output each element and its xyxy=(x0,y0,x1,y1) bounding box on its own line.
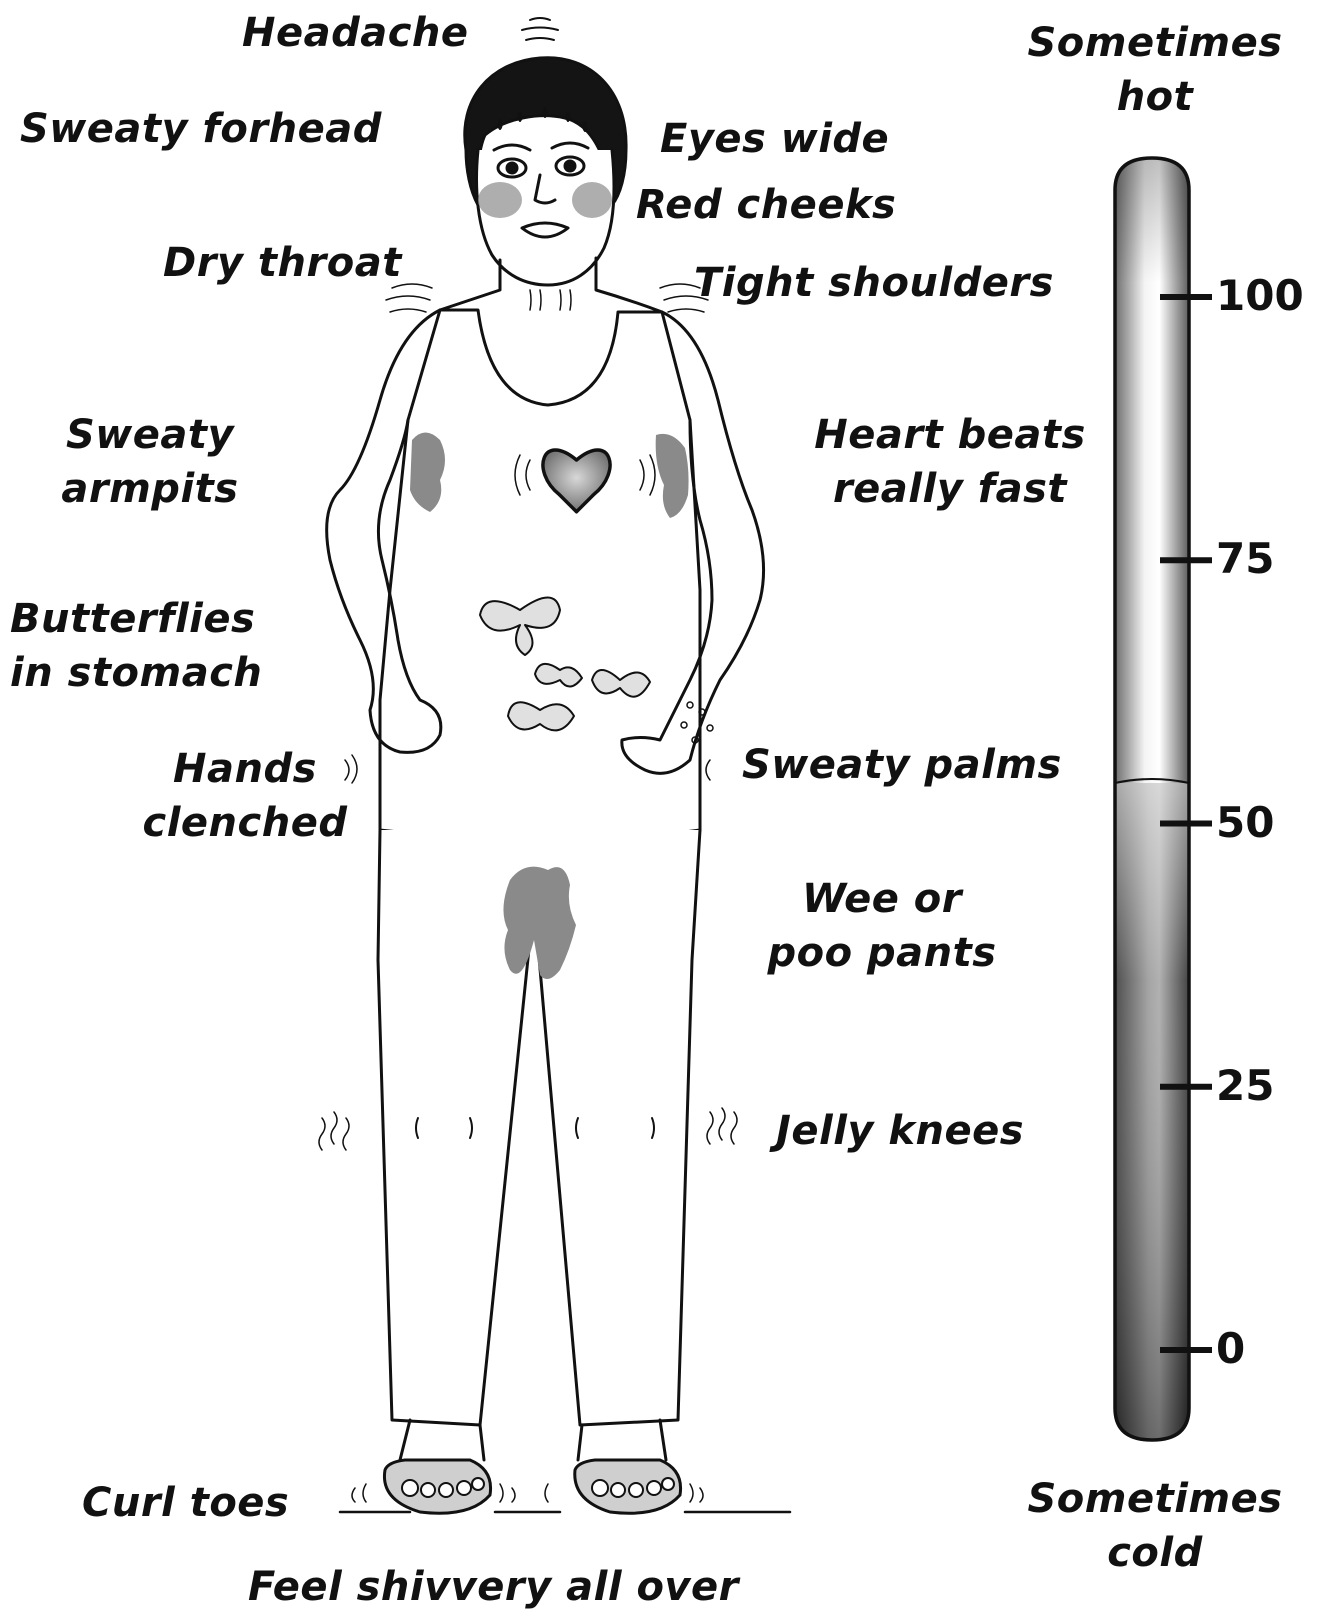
thermometer-tick-label-0: 0 xyxy=(1216,1326,1245,1372)
label-headache: Headache xyxy=(242,6,469,60)
label-hands-clenched-line1: Hands xyxy=(130,742,360,796)
thermometer-bottom-line2: cold xyxy=(1010,1526,1300,1580)
label-heart-beats-line2: really fast xyxy=(790,462,1110,516)
label-jelly-knees: Jelly knees xyxy=(776,1104,1024,1158)
label-sweaty-armpits-line2: armpits xyxy=(40,462,260,516)
thermometer-tick-label-25: 25 xyxy=(1216,1063,1274,1109)
thermometer-tick-label-100: 100 xyxy=(1216,273,1304,319)
label-wee-or-poo-line1: Wee or xyxy=(752,872,1012,926)
tank-top xyxy=(380,310,700,840)
red-cheek-left xyxy=(478,182,522,218)
label-wee-or-poo-line2: poo pants xyxy=(752,926,1012,980)
label-sweaty-palms: Sweaty palms xyxy=(742,738,1062,792)
thermometer-top-label: Sometimes hot xyxy=(1010,16,1300,124)
thermometer-top-line1: Sometimes xyxy=(1010,16,1300,70)
thermometer-top-line2: hot xyxy=(1010,70,1300,124)
label-dry-throat: Dry throat xyxy=(163,236,402,290)
label-butterflies-line2: in stomach xyxy=(10,646,262,700)
label-wee-or-poo: Wee or poo pants xyxy=(752,872,1012,980)
label-tight-shoulders: Tight shoulders xyxy=(694,256,1054,310)
thermometer-tick-label-50: 50 xyxy=(1216,800,1274,846)
label-sweaty-forehead: Sweaty forhead xyxy=(20,102,382,156)
thermometer-tick-label-75: 75 xyxy=(1216,536,1274,582)
label-feel-shivvery: Feel shivvery all over xyxy=(248,1560,739,1614)
label-hands-clenched-line2: clenched xyxy=(130,796,360,850)
thermometer-bottom-label: Sometimes cold xyxy=(1010,1472,1300,1580)
label-heart-beats: Heart beats really fast xyxy=(790,408,1110,516)
red-cheek-right xyxy=(572,182,612,218)
label-hands-clenched: Hands clenched xyxy=(130,742,360,850)
thermometer-bottom-line1: Sometimes xyxy=(1010,1472,1300,1526)
label-sweaty-armpits-line1: Sweaty xyxy=(40,408,260,462)
label-eyes-wide: Eyes wide xyxy=(660,112,889,166)
label-red-cheeks: Red cheeks xyxy=(636,178,896,232)
label-sweaty-armpits: Sweaty armpits xyxy=(40,408,260,516)
label-butterflies: Butterflies in stomach xyxy=(10,592,262,700)
label-heart-beats-line1: Heart beats xyxy=(790,408,1110,462)
label-curl-toes: Curl toes xyxy=(82,1476,289,1530)
thermometer xyxy=(1115,158,1212,1440)
label-butterflies-line1: Butterflies xyxy=(10,592,262,646)
